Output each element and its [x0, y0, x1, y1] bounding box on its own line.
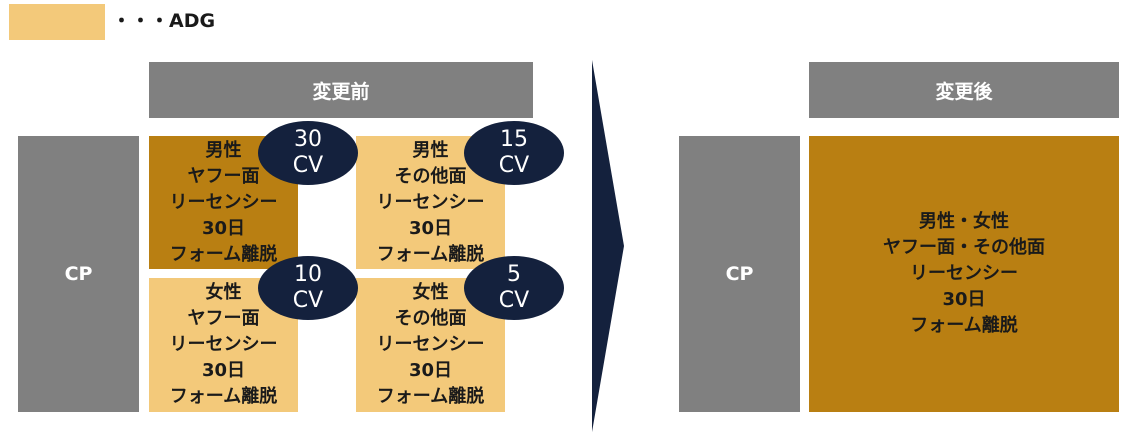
adg-line: リーセンシー — [910, 263, 1018, 284]
adg-line: フォーム離脱 — [910, 315, 1018, 336]
arrow-shape — [592, 60, 624, 432]
adg-line: リーセンシー — [376, 191, 485, 213]
adg-line: 男性・女性 — [919, 211, 1009, 232]
adg-line: ヤフー面・その他面 — [883, 237, 1045, 258]
cv-value: 10 — [294, 262, 322, 287]
cv-unit: CV — [498, 288, 530, 313]
cv-value: 30 — [294, 127, 322, 152]
adg-line: 30日 — [201, 217, 246, 239]
adg-line: 30日 — [408, 217, 453, 239]
adg-group-female-other: 女性 その他面 リーセンシー 30日 フォーム離脱 — [356, 278, 505, 412]
adg-line: リーセンシー — [376, 334, 485, 355]
cv-unit: CV — [292, 288, 324, 313]
adg-line: フォーム離脱 — [169, 243, 278, 265]
adg-line: 30日 — [201, 360, 246, 381]
before-header-label: 変更前 — [312, 80, 370, 103]
cv-badge: 5 CV — [464, 256, 564, 320]
legend-swatch — [9, 4, 105, 40]
before-header: 変更前 — [149, 62, 533, 118]
cv-unit: CV — [498, 153, 530, 178]
before-cp-label: CP — [64, 263, 93, 285]
adg-line: 女性 — [205, 282, 242, 303]
cv-value: 5 — [507, 262, 521, 287]
after-cp-label: CP — [725, 263, 754, 285]
adg-line: 30日 — [408, 360, 453, 381]
adg-line: その他面 — [394, 308, 467, 329]
after-header-label: 変更後 — [935, 80, 993, 103]
adg-line: リーセンシー — [169, 191, 278, 213]
cv-badge: 15 CV — [464, 121, 564, 185]
cv-badge: 30 CV — [258, 121, 358, 185]
transition-arrow — [592, 60, 624, 432]
adg-line: 男性 — [412, 139, 449, 161]
after-cp-box: CP — [679, 136, 800, 412]
legend-label: ・・・ADG — [112, 10, 216, 32]
adg-line: その他面 — [394, 165, 467, 187]
adg-line: フォーム離脱 — [376, 386, 485, 407]
after-header: 変更後 — [809, 62, 1119, 118]
adg-line: フォーム離脱 — [169, 386, 278, 407]
before-cp-box: CP — [18, 136, 139, 412]
adg-line: ヤフー面 — [187, 308, 260, 329]
adg-line: 女性 — [412, 282, 449, 303]
cv-unit: CV — [292, 153, 324, 178]
cv-value: 15 — [500, 127, 528, 152]
adg-line: 男性 — [205, 139, 242, 161]
adg-group-merged: 男性・女性 ヤフー面・その他面 リーセンシー 30日 フォーム離脱 — [809, 136, 1119, 412]
adg-line: リーセンシー — [169, 334, 278, 355]
adg-line: 30日 — [942, 289, 986, 310]
adg-line: ヤフー面 — [187, 165, 260, 187]
adg-line: フォーム離脱 — [376, 243, 485, 265]
cv-badge: 10 CV — [258, 256, 358, 320]
